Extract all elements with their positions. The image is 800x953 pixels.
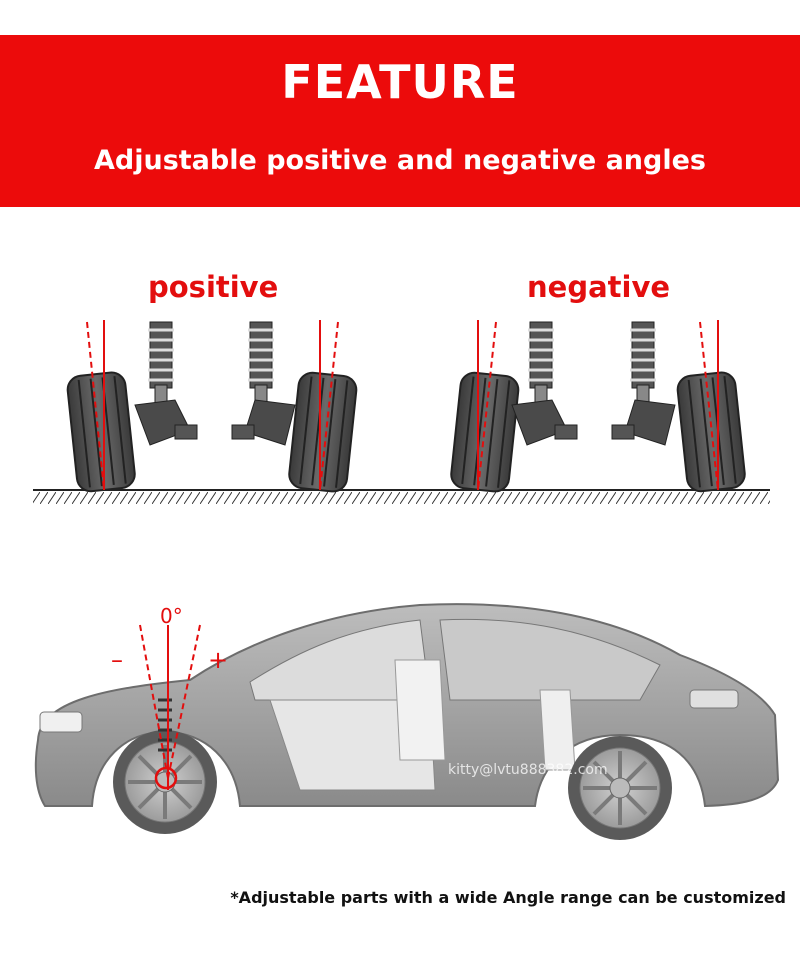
camber-angle-indicator — [139, 624, 201, 790]
rear-wheel — [568, 736, 672, 840]
header-banner — [0, 35, 800, 207]
page-subtitle: Adjustable positive and negative angles — [94, 145, 706, 176]
zero-degree-label: 0° — [160, 604, 183, 628]
footnote: *Adjustable parts with a wide Angle rang… — [230, 888, 786, 907]
negative-label: negative — [527, 270, 671, 304]
watermark: kitty@lvtu888382.com — [448, 762, 608, 778]
negative-left-wheel — [450, 320, 520, 493]
negative-right-wheel — [676, 320, 746, 493]
page-title: FEATURE — [281, 55, 519, 109]
minus-label: – — [111, 646, 123, 674]
plus-label: + — [208, 646, 229, 674]
negative-right-strut — [611, 321, 676, 446]
positive-right-wheel — [288, 320, 358, 493]
positive-left-wheel — [66, 320, 136, 493]
positive-label: positive — [148, 270, 279, 304]
car-illustration — [34, 603, 780, 808]
ground-line — [33, 489, 770, 504]
negative-left-strut — [511, 321, 578, 446]
front-wheel — [113, 730, 217, 834]
positive-left-strut — [134, 321, 198, 446]
positive-right-strut — [231, 321, 296, 446]
front-strut — [158, 698, 172, 752]
